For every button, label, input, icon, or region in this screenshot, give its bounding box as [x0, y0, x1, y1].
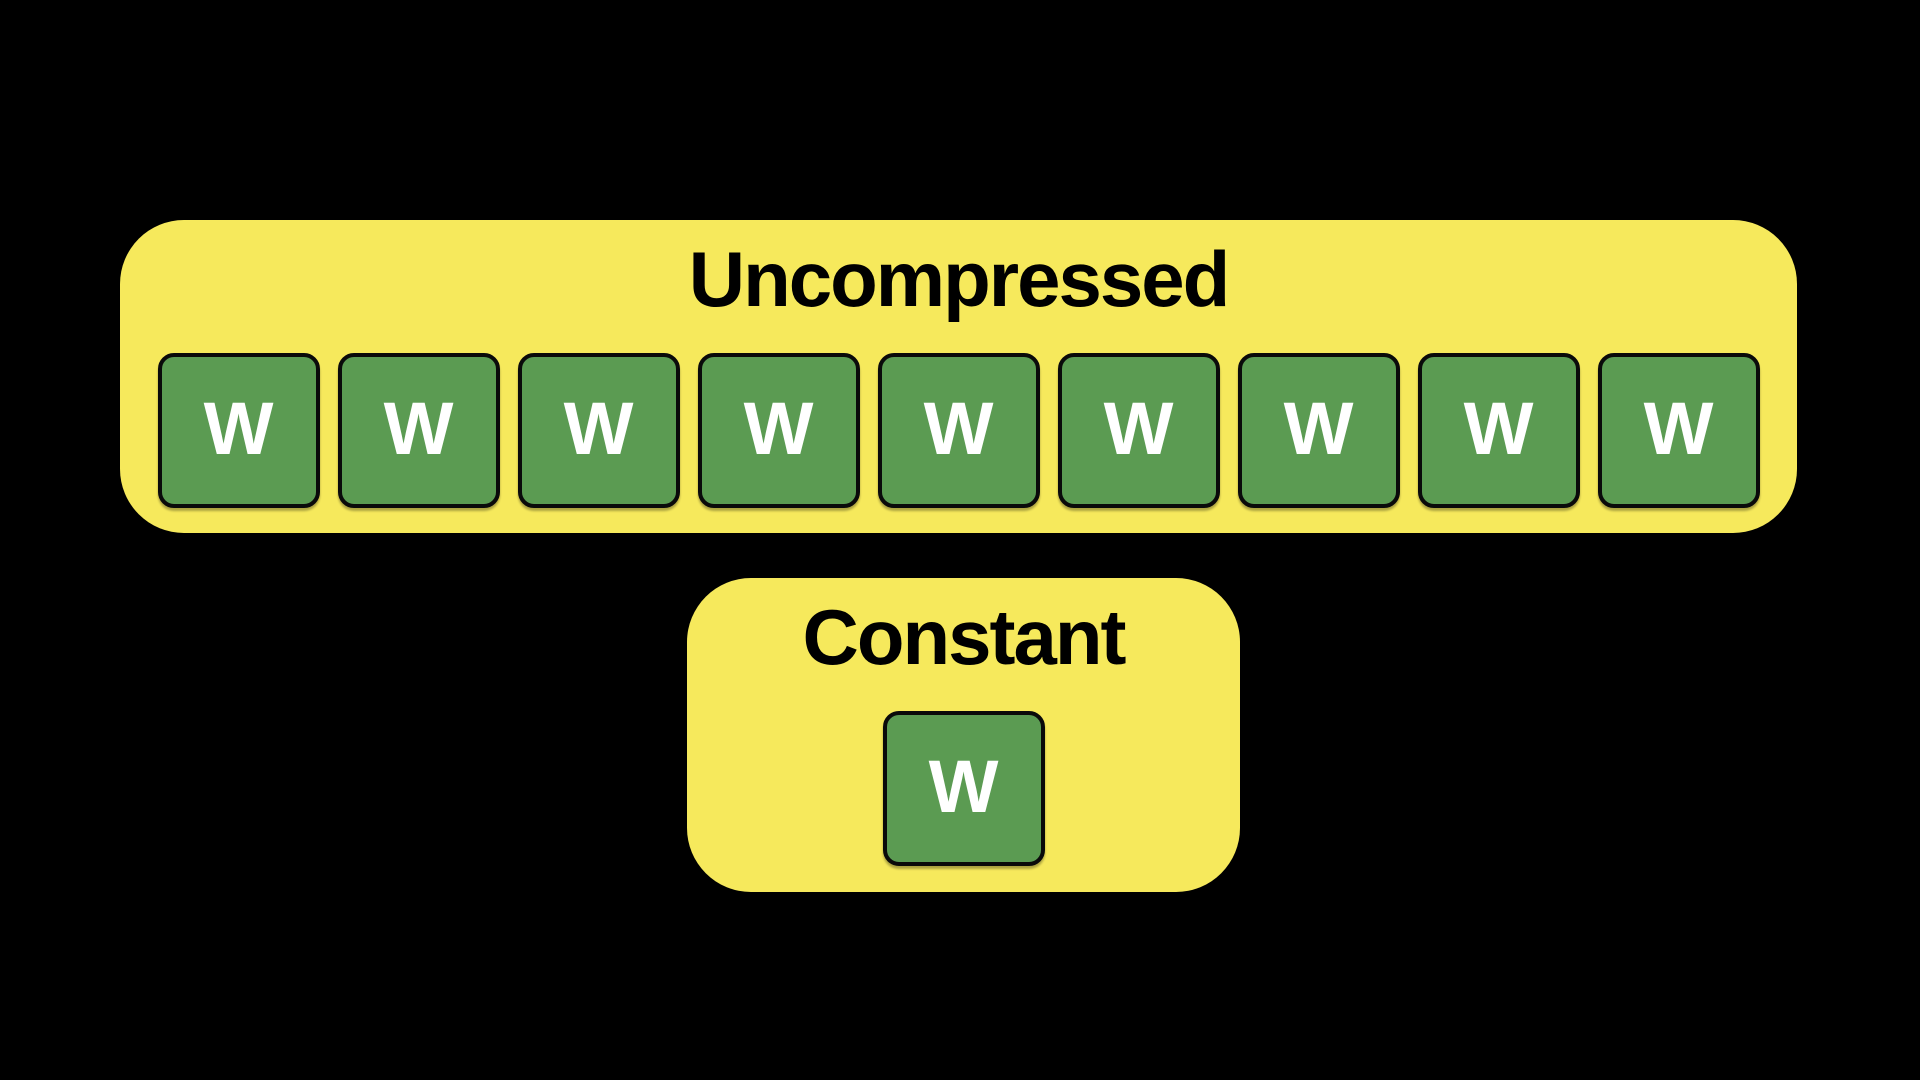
token-letter: W: [743, 386, 814, 470]
token-letter: W: [923, 386, 994, 470]
uncompressed-panel: Uncompressed W W W W W: [120, 220, 1797, 533]
token-square: W: [1057, 353, 1220, 508]
uncompressed-token-row: W W W W W W: [157, 353, 1760, 508]
token-letter: W: [1643, 386, 1714, 470]
token-square: W: [697, 353, 860, 508]
token-square: W: [337, 353, 500, 508]
token-letter: W: [383, 386, 454, 470]
token-square: W: [1597, 353, 1760, 508]
constant-panel-label: Constant: [802, 593, 1127, 681]
constant-token-row: W: [882, 711, 1045, 866]
token-square: W: [1237, 353, 1400, 508]
token-letter: W: [1103, 386, 1174, 470]
token-square: W: [517, 353, 680, 508]
token-square: W: [877, 353, 1040, 508]
token-letter: W: [928, 744, 999, 828]
token-letter: W: [203, 386, 274, 470]
uncompressed-panel-label: Uncompressed: [688, 235, 1231, 323]
token-letter: W: [1283, 386, 1354, 470]
token-letter: W: [1463, 386, 1534, 470]
token-square: W: [882, 711, 1045, 866]
constant-panel: Constant W: [687, 578, 1240, 892]
token-letter: W: [563, 386, 634, 470]
token-square: W: [1417, 353, 1580, 508]
token-square: W: [157, 353, 320, 508]
